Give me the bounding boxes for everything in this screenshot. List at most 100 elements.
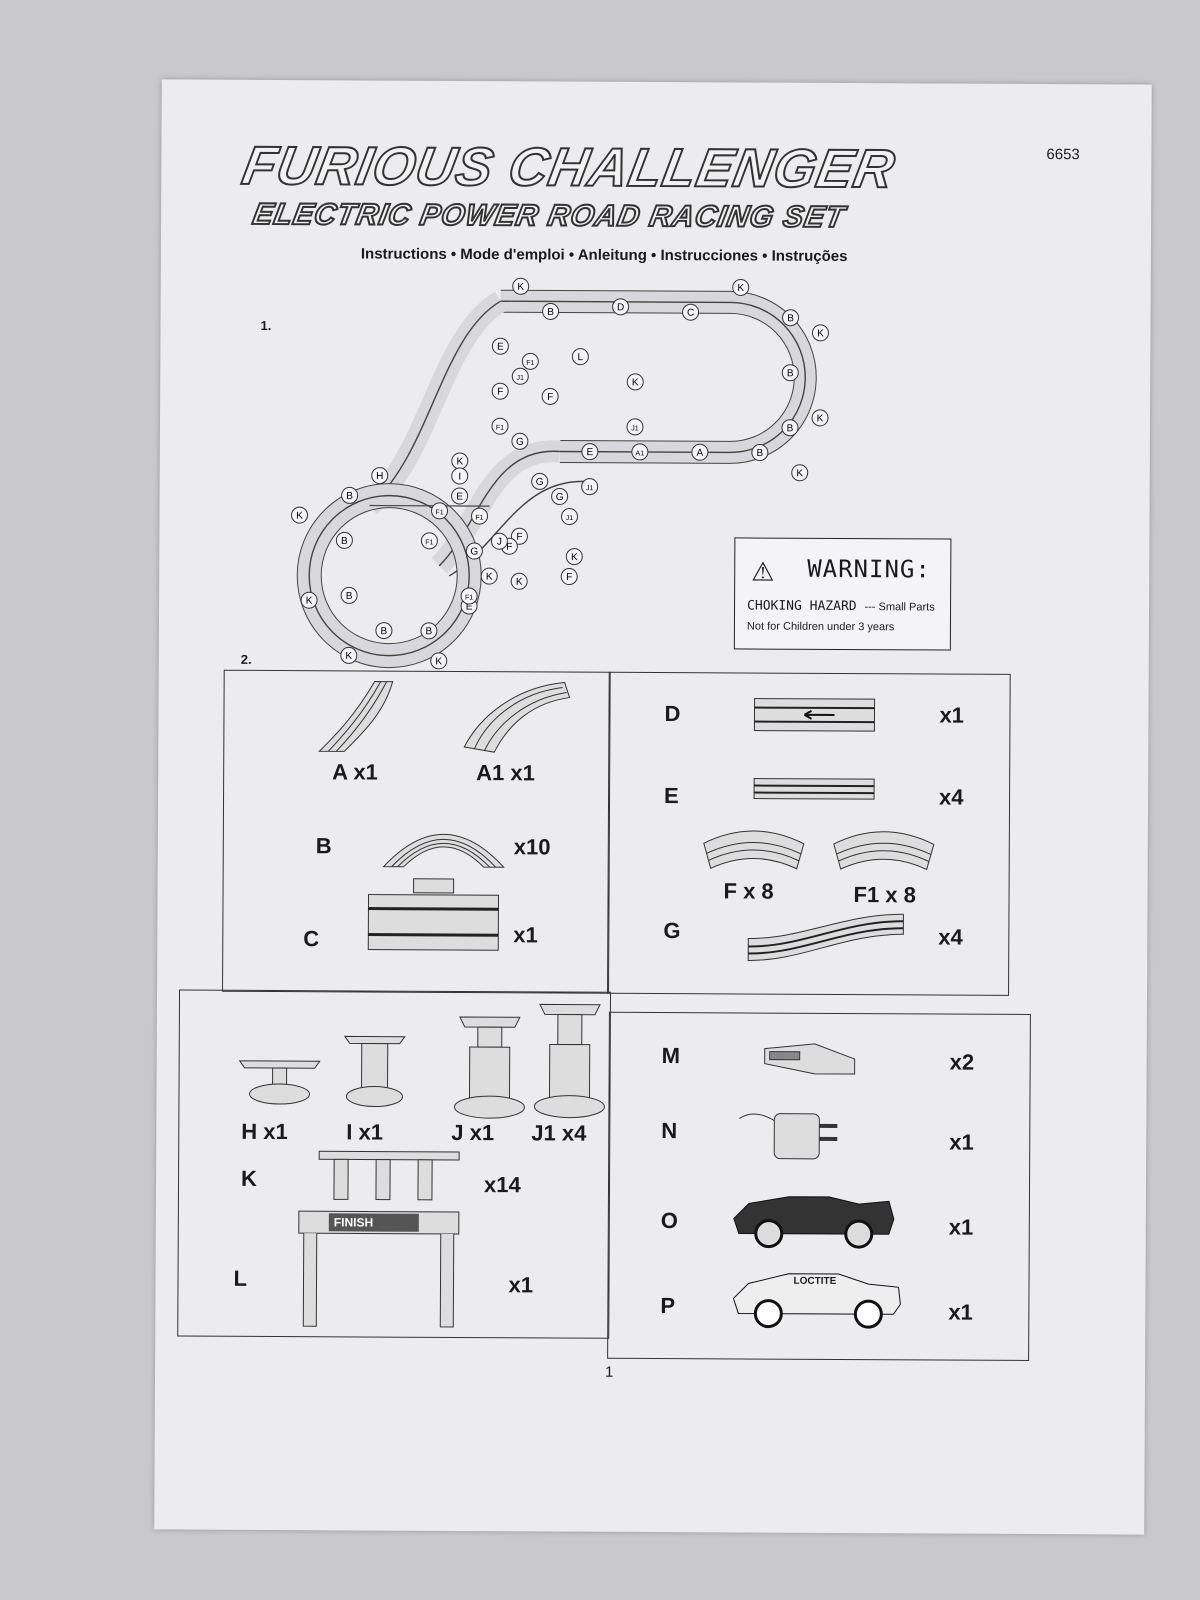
track-label: E <box>497 342 504 353</box>
part-b-qty: x10 <box>513 834 551 860</box>
track-label: G <box>516 437 524 448</box>
track-label-marker <box>340 646 358 664</box>
track-label: E <box>456 491 463 502</box>
choking-hazard-text: CHOKING HAZARD --- Small Parts <box>747 598 935 614</box>
track-label-marker <box>521 352 539 370</box>
track-label-marker <box>335 531 353 549</box>
part-j1-image <box>533 1003 605 1119</box>
part-n-letter: N <box>661 1118 678 1144</box>
track-label-marker <box>571 348 589 366</box>
part-o-qty: x1 <box>948 1214 974 1240</box>
parts-box-bottom-right: M x2 N x1 O x1 P LOCTITE x1 <box>607 1011 1031 1361</box>
part-b-image <box>382 834 505 868</box>
part-m-letter: M <box>661 1043 681 1069</box>
part-k-letter: K <box>240 1165 258 1191</box>
track-label: B <box>426 626 433 637</box>
part-o-letter: O <box>660 1208 679 1234</box>
loctite-livery-text: LOCTITE <box>793 1275 837 1287</box>
track-label-marker <box>300 591 318 609</box>
track-label-marker <box>460 587 478 605</box>
track-label: K <box>632 377 639 388</box>
part-m-image <box>764 1043 856 1075</box>
track-label-marker <box>491 337 509 355</box>
track-label-marker <box>291 506 309 524</box>
track-label-marker <box>341 486 359 504</box>
track-label-marker <box>375 622 393 640</box>
part-n-qty: x1 <box>949 1129 974 1155</box>
track-label-marker <box>682 303 700 321</box>
track-label: F1 <box>496 425 504 432</box>
part-m-qty: x2 <box>949 1049 975 1075</box>
track-label-marker <box>490 532 508 550</box>
track-label-marker <box>420 532 438 550</box>
track-label: J1 <box>586 485 594 492</box>
track-label: A <box>696 448 703 459</box>
track-label-marker <box>465 542 483 560</box>
part-h-image <box>238 1060 321 1105</box>
track-label: F <box>497 387 503 398</box>
track-label-marker <box>781 419 799 437</box>
track-label-marker <box>811 409 829 427</box>
part-p-qty: x1 <box>948 1299 973 1325</box>
instruction-sheet: 6653 FURIOUS CHALLENGER ELECTRIC POWER R… <box>154 79 1152 1535</box>
track-label-marker <box>781 364 799 382</box>
track-label-marker <box>431 502 449 520</box>
track-label: D <box>617 302 624 313</box>
track-label-marker <box>420 622 438 640</box>
part-c-qty: x1 <box>513 922 538 948</box>
small-parts-label: --- Small Parts <box>864 601 935 614</box>
track-label-marker <box>631 443 649 461</box>
part-i-image <box>343 1035 406 1108</box>
part-k-qty: x14 <box>483 1172 521 1198</box>
track-label: C <box>687 308 694 319</box>
part-p-letter: P <box>660 1293 676 1319</box>
track-label-marker <box>551 488 569 506</box>
warning-heading: WARNING: <box>807 554 931 584</box>
track-label: K <box>456 456 463 467</box>
part-e-qty: x4 <box>938 784 964 810</box>
track-label-marker <box>451 467 469 485</box>
part-j-image <box>453 1016 525 1119</box>
part-b-letter: B <box>315 833 332 859</box>
track-label: A1 <box>636 450 645 457</box>
part-f-label: F x 8 <box>723 878 774 904</box>
track-label-marker <box>612 298 630 316</box>
track-label-marker <box>691 443 709 461</box>
track-label: F <box>516 532 522 543</box>
track-label-marker <box>480 567 498 585</box>
part-i-label: I x1 <box>346 1119 384 1145</box>
track-label-marker <box>565 548 583 566</box>
step-2-label: 2. <box>240 651 252 667</box>
track-label-marker <box>542 302 560 320</box>
track-label: F1 <box>425 539 433 546</box>
track-label-marker <box>371 467 389 485</box>
warning-box: ⚠ WARNING: CHOKING HAZARD --- Small Part… <box>733 537 952 651</box>
track-label-marker <box>491 417 509 435</box>
part-c-letter: C <box>303 926 320 952</box>
track-label-marker <box>751 444 769 462</box>
track-label: I <box>458 471 461 482</box>
track-label: J <box>497 537 502 548</box>
track-label: B <box>787 368 794 379</box>
track-label: K <box>345 651 352 662</box>
track-label-marker <box>340 586 358 604</box>
track-label: F1 <box>475 515 483 522</box>
track-label: F <box>566 572 572 583</box>
track-label: K <box>817 413 824 424</box>
part-o-image <box>733 1196 895 1249</box>
track-label-marker <box>581 443 599 461</box>
track-label: B <box>756 448 763 459</box>
track-label: L <box>578 352 584 363</box>
track-label: K <box>306 596 313 607</box>
track-label: H <box>376 471 383 482</box>
product-code: 6653 <box>1046 146 1080 164</box>
track-label: K <box>296 511 303 522</box>
part-a-image <box>318 681 394 752</box>
part-f1-label: F1 x 8 <box>853 882 916 908</box>
track-label: J1 <box>631 425 639 432</box>
track-label-marker <box>791 464 809 482</box>
track-label: K <box>571 552 578 563</box>
page-number: 1 <box>604 1363 614 1381</box>
choking-hazard-label: CHOKING HAZARD <box>747 598 857 615</box>
